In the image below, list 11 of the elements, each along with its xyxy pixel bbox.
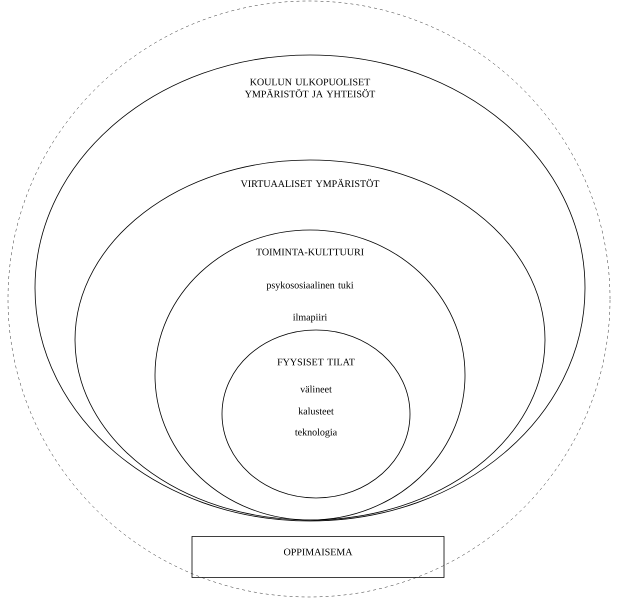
item-text: teknologia	[295, 428, 337, 438]
ellipse	[8, 0, 610, 598]
heading-text: FYYSISET TILAT	[277, 358, 355, 366]
item-text: psykososiaalinen tuki	[266, 281, 354, 291]
heading-text: KOULUN ULKOPUOLISET YMPÄRISTÖT JA YHTEISÖT	[244, 78, 376, 98]
item-text: välineet	[300, 385, 332, 392]
item-text: kalusteet	[298, 407, 334, 414]
heading-text: OPPIMAISEMA	[284, 548, 352, 556]
heading-text: TOIMINTA-KULTTUURI	[256, 248, 364, 256]
heading-text: VIRTUAALISET YMPÄRISTÖT	[240, 178, 380, 188]
item-text: ilmapiiri	[293, 313, 328, 323]
